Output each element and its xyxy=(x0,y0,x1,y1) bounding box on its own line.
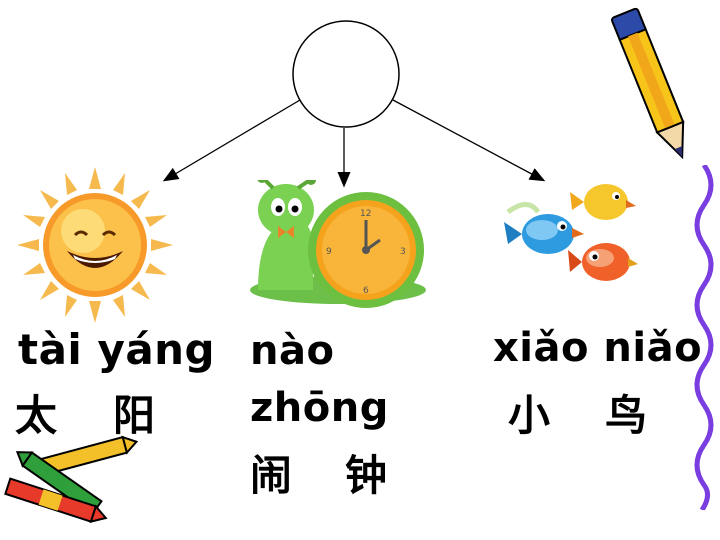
svg-text:9: 9 xyxy=(326,247,332,257)
crayons-icon xyxy=(4,435,139,524)
pinyin-alarm-clock-1: nào xyxy=(250,328,335,374)
pinyin-birds: xiǎo niǎo xyxy=(493,325,703,371)
hanzi-birds-2: 鸟 xyxy=(605,391,648,440)
hanzi-birds-1: 小 xyxy=(508,391,551,440)
hanzi-sun-1: 太 xyxy=(15,391,58,440)
svg-text:6: 6 xyxy=(363,286,369,296)
hanzi-clock-1: 闹 xyxy=(250,451,293,500)
birds-icon xyxy=(504,184,638,281)
blue-bird xyxy=(504,214,584,254)
arrow-to-sun xyxy=(162,99,301,182)
yellow-bird xyxy=(570,184,636,220)
pinyin-alarm-clock-2: zhōng xyxy=(250,385,389,431)
hanzi-sun-2: 阳 xyxy=(113,391,156,440)
pencil-icon xyxy=(611,7,685,160)
svg-text:12: 12 xyxy=(360,209,371,219)
svg-text:3: 3 xyxy=(400,247,406,257)
hanzi-clock-2: 钟 xyxy=(345,451,388,500)
center-circle xyxy=(292,20,400,128)
alarm-clock-icon: 12 3 6 9 xyxy=(250,180,426,308)
arrow-to-birds xyxy=(392,99,546,182)
wavy-border xyxy=(694,165,714,510)
red-bird xyxy=(568,243,638,281)
sun-icon xyxy=(17,167,173,323)
pinyin-sun: tài yáng xyxy=(18,325,216,374)
